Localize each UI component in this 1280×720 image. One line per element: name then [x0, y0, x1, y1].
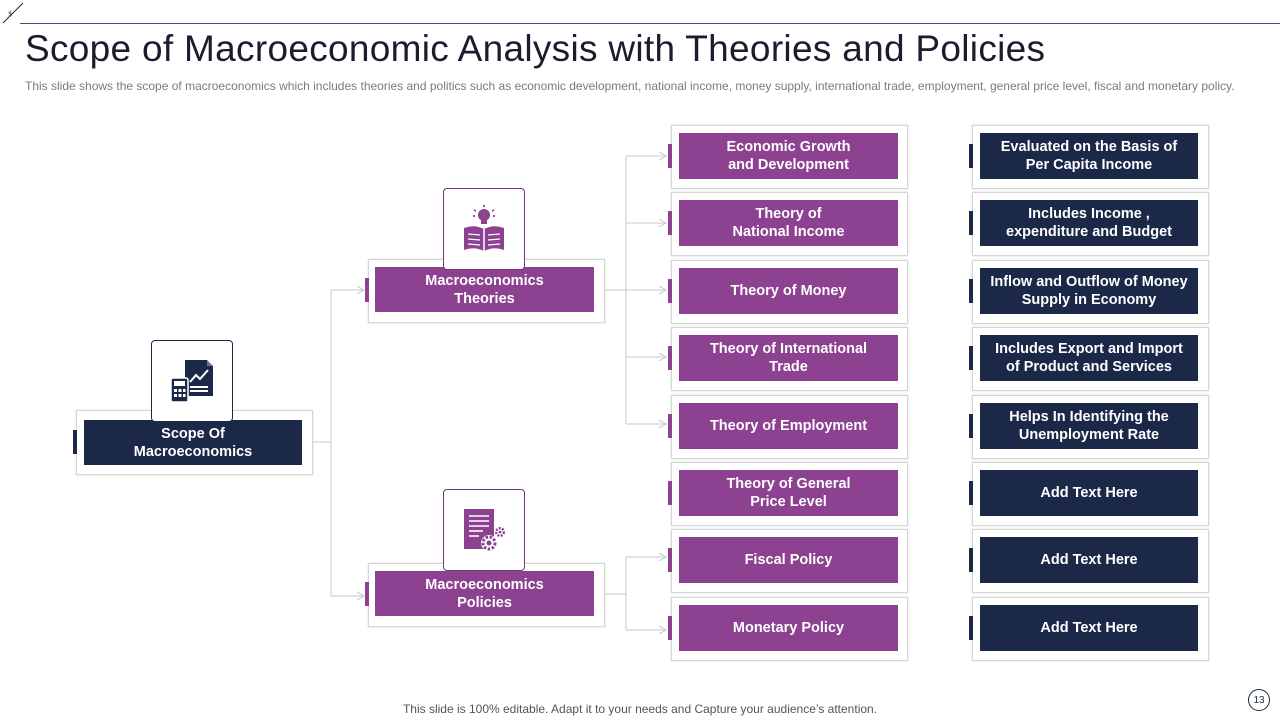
policies-node-label: Macroeconomics Policies	[375, 571, 594, 616]
description-item-label: Includes Income , expenditure and Budget	[980, 200, 1198, 246]
theory-item-tab	[668, 211, 672, 235]
description-item-tab	[969, 144, 973, 168]
theory-item-tab	[668, 414, 672, 438]
svg-text:$: $	[8, 10, 12, 18]
theory-item-tab	[668, 279, 672, 303]
root-node-tab	[73, 430, 77, 454]
idea-book-icon	[464, 205, 504, 251]
description-item-tab	[969, 616, 973, 640]
theory-item-label: Economic Growth and Development	[679, 133, 898, 179]
theory-item-label: Monetary Policy	[679, 605, 898, 651]
root-icon-card	[151, 340, 233, 422]
description-item-label: Inflow and Outflow of Money Supply in Ec…	[980, 268, 1198, 314]
description-item-label: Add Text Here	[980, 605, 1198, 651]
description-item-label: Add Text Here	[980, 470, 1198, 516]
description-item-label: Includes Export and Import of Product an…	[980, 335, 1198, 381]
slide-title: Scope of Macroeconomic Analysis with The…	[25, 28, 1046, 69]
footer-note: This slide is 100% editable. Adapt it to…	[402, 702, 878, 716]
description-item-label: Helps In Identifying the Unemployment Ra…	[980, 403, 1198, 449]
theory-item-label: Theory of International Trade	[679, 335, 898, 381]
document-gear-icon	[464, 509, 506, 551]
document-chart-calculator-icon	[170, 360, 213, 403]
slide-subtitle: This slide shows the scope of macroecono…	[25, 79, 1235, 93]
theory-item-label: Theory of National Income	[679, 200, 898, 246]
theory-item-tab	[668, 144, 672, 168]
description-item-tab	[969, 279, 973, 303]
theory-item-tab	[668, 616, 672, 640]
policies-icon-card	[443, 489, 525, 571]
theory-item-label: Fiscal Policy	[679, 537, 898, 583]
theory-item-tab	[668, 548, 672, 572]
theories-icon-card	[443, 188, 525, 270]
policies-node-tab	[365, 582, 369, 606]
theories-node-label: Macroeconomics Theories	[375, 267, 594, 312]
header-rule	[20, 23, 1280, 24]
description-item-tab	[969, 211, 973, 235]
description-item-tab	[969, 414, 973, 438]
description-item-label: Evaluated on the Basis of Per Capita Inc…	[980, 133, 1198, 179]
theory-item-tab	[668, 346, 672, 370]
theories-node-tab	[365, 278, 369, 302]
description-item-label: Add Text Here	[980, 537, 1198, 583]
description-item-tab	[969, 548, 973, 572]
corner-logo-icon: $	[2, 2, 24, 24]
theory-item-label: Theory of Money	[679, 268, 898, 314]
page-number: 13	[1248, 689, 1270, 711]
theory-item-tab	[668, 481, 672, 505]
description-item-tab	[969, 346, 973, 370]
theory-item-label: Theory of Employment	[679, 403, 898, 449]
theory-item-label: Theory of General Price Level	[679, 470, 898, 516]
root-node-label: Scope Of Macroeconomics	[84, 420, 302, 465]
description-item-tab	[969, 481, 973, 505]
